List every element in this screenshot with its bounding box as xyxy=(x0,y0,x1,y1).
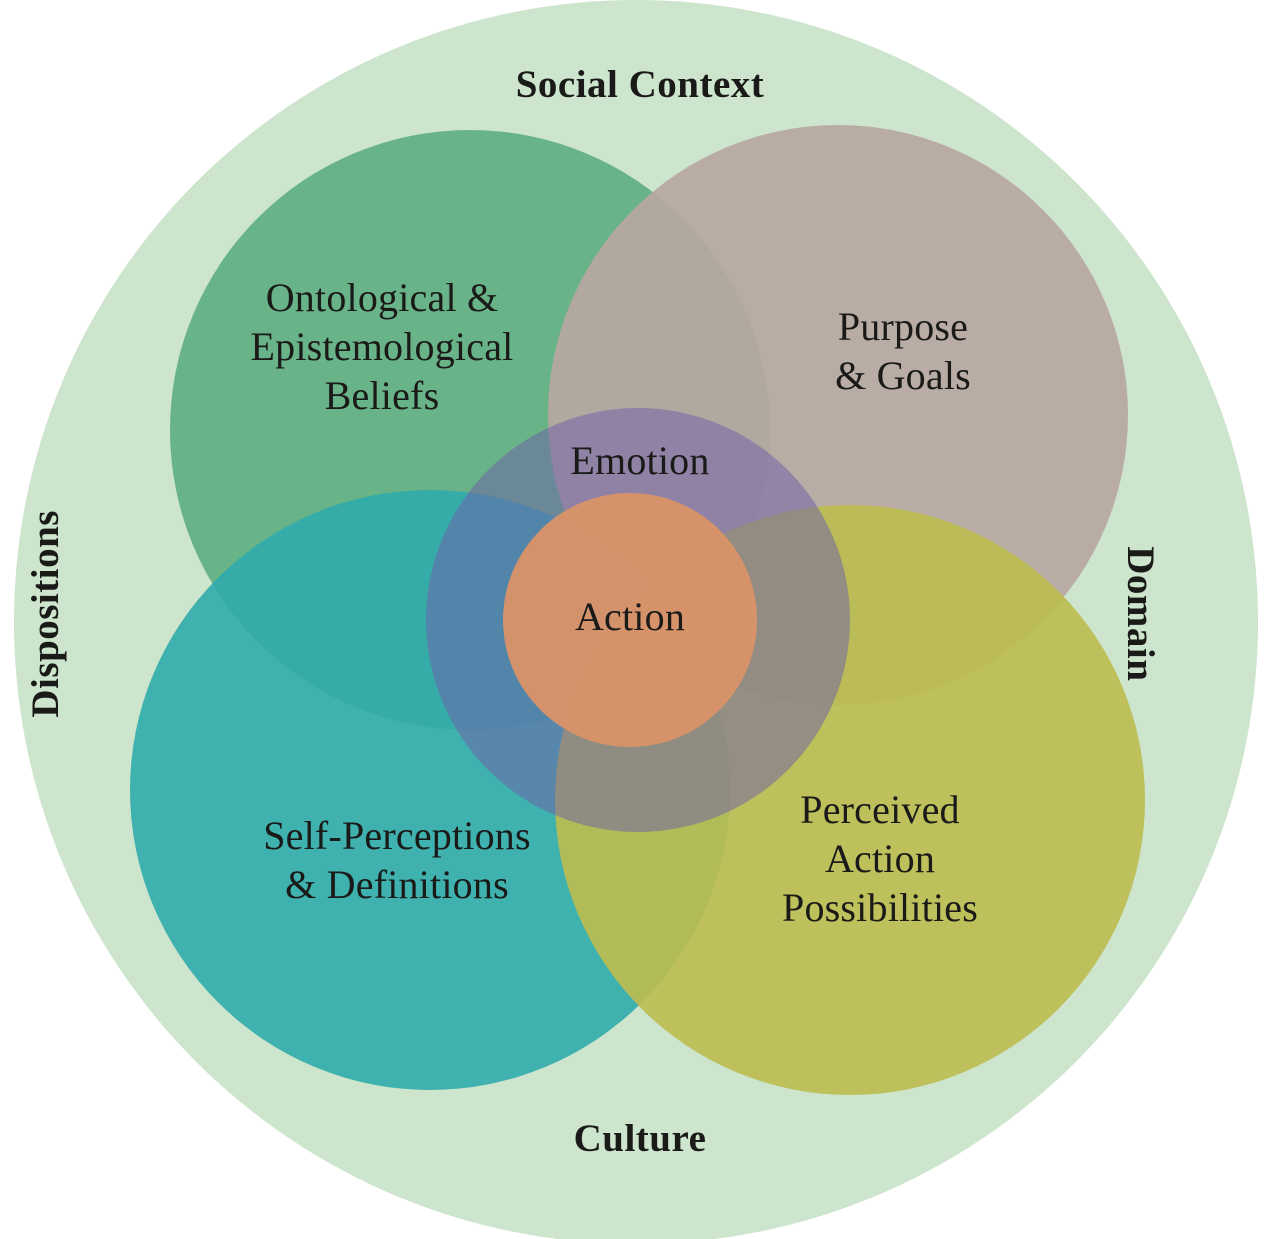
set-circle-action xyxy=(503,493,757,747)
